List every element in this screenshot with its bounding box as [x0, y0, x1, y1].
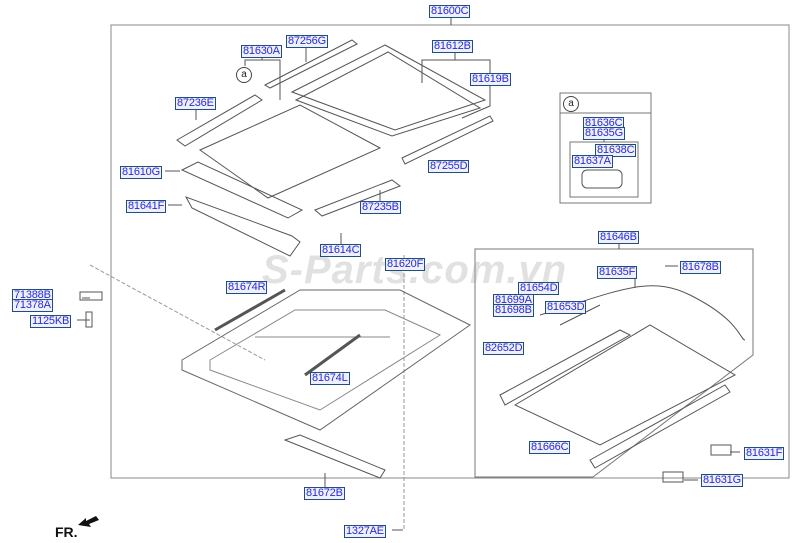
label-81672B[interactable]: 81672B — [304, 487, 345, 500]
label-81646B[interactable]: 81646B — [598, 231, 639, 244]
label-87236E[interactable]: 87236E — [175, 97, 216, 110]
label-81631G[interactable]: 81631G — [701, 474, 743, 487]
label-82652D[interactable]: 82652D — [483, 342, 525, 355]
label-81600C[interactable]: 81600C — [429, 5, 471, 18]
front-indicator: FR. — [55, 524, 78, 540]
detail-box-marker-a: a — [563, 96, 579, 112]
label-81620F[interactable]: 81620F — [385, 258, 426, 271]
label-81653D[interactable]: 81653D — [545, 301, 587, 314]
front-arrow-icon — [78, 516, 99, 527]
label-81678B[interactable]: 81678B — [680, 261, 721, 274]
label-81635F[interactable]: 81635F — [597, 266, 638, 279]
label-81699A[interactable]: 81699A — [493, 294, 534, 307]
label-81630A[interactable]: 81630A — [241, 45, 282, 58]
label-81674R[interactable]: 81674R — [226, 281, 268, 294]
front-label: FR. — [55, 524, 78, 540]
detail-marker-a: a — [236, 67, 252, 83]
label-81614C[interactable]: 81614C — [320, 244, 362, 257]
label-87255D[interactable]: 87255D — [428, 160, 470, 173]
label-81631F[interactable]: 81631F — [744, 447, 785, 460]
label-81619B[interactable]: 81619B — [470, 73, 511, 86]
label-87235B[interactable]: 87235B — [360, 201, 401, 214]
label-81698B[interactable]: 81698B — [493, 304, 534, 317]
label-81654D[interactable]: 81654D — [518, 282, 560, 295]
label-1125KB[interactable]: 1125KB — [30, 315, 72, 328]
label-81635G[interactable]: 81635G — [583, 127, 625, 140]
label-81636C[interactable]: 81636C — [583, 117, 625, 130]
label-71378A[interactable]: 71378A — [12, 299, 53, 312]
label-81637A[interactable]: 81637A — [572, 155, 613, 168]
label-81674L[interactable]: 81674L — [310, 372, 350, 385]
label-87256G[interactable]: 87256G — [286, 35, 328, 48]
label-1327AE[interactable]: 1327AE — [344, 525, 386, 538]
label-81666C[interactable]: 81666C — [529, 441, 571, 454]
label-81641F[interactable]: 81641F — [126, 200, 167, 213]
label-81612B[interactable]: 81612B — [432, 40, 473, 53]
label-81638C[interactable]: 81638C — [595, 144, 637, 157]
label-81610G[interactable]: 81610G — [120, 166, 162, 179]
